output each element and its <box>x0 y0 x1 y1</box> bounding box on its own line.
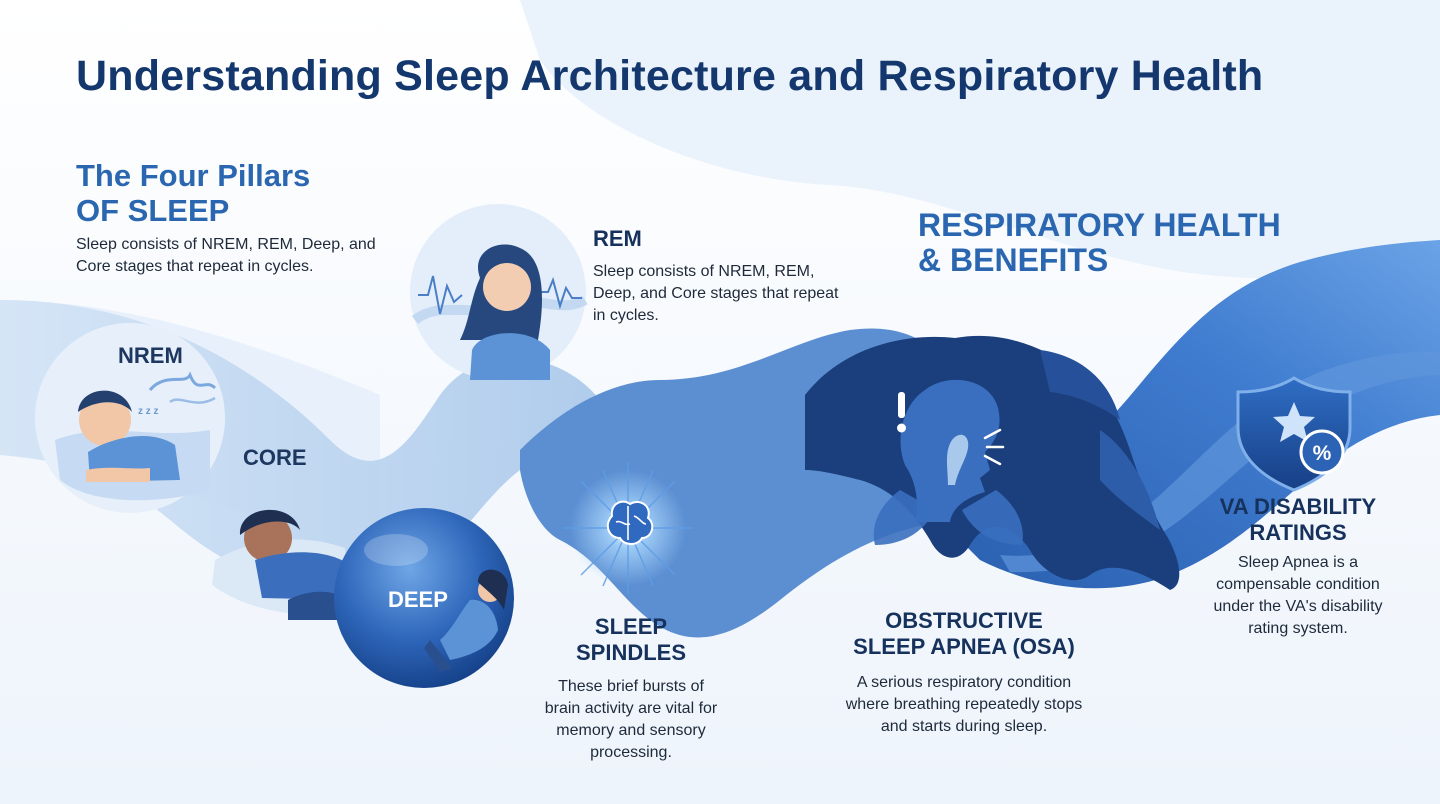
brain-icon <box>562 462 694 594</box>
zzz-decoration: z z z <box>138 406 159 417</box>
osa-description: A serious respiratory condition where br… <box>845 674 1083 735</box>
percent-badge-icon: % <box>1299 429 1345 475</box>
lungs-icon <box>873 490 1023 545</box>
pillars-heading-line2: OF SLEEP <box>76 193 230 228</box>
respiratory-heading-line1: RESPIRATORY HEALTH <box>918 207 1281 243</box>
core-label: CORE <box>243 445 307 470</box>
rem-illustration <box>410 204 588 380</box>
page-title: Understanding Sleep Architecture and Res… <box>76 52 1264 100</box>
spindles-description: These brief bursts of brain activity are… <box>544 678 718 761</box>
exclamation-icon <box>897 392 906 433</box>
nrem-illustration: z z z <box>35 323 225 513</box>
osa-heading-line1: OBSTRUCTIVE <box>885 608 1043 633</box>
pillars-heading-line1: The Four Pillars <box>76 158 311 193</box>
va-heading-line2: RATINGS <box>1249 520 1347 545</box>
respiratory-heading-line2: & BENEFITS <box>918 242 1109 278</box>
flame-tongue-1 <box>1040 350 1120 420</box>
spindles-heading-line1: SLEEP <box>594 614 668 639</box>
deep-label: DEEP <box>388 587 448 612</box>
spindles-heading-line2: SPINDLES <box>575 640 687 665</box>
airway-icon <box>947 434 969 485</box>
bg-blob-top-right <box>520 0 1440 285</box>
osa-heading: OBSTRUCTIVE SLEEP APNEA (OSA) <box>834 608 1094 660</box>
va-description: Sleep Apnea is a compensable condition u… <box>1213 554 1383 637</box>
va-heading: VA DISABILITY RATINGS <box>1200 494 1396 546</box>
osa-heading-line2: SLEEP APNEA (OSA) <box>853 634 1075 659</box>
rem-description: Sleep consists of NREM, REM, Deep, and C… <box>593 263 839 324</box>
svg-text:%: % <box>1313 442 1332 465</box>
wave-right-streak <box>1000 351 1440 573</box>
respiratory-heading: RESPIRATORY HEALTH & BENEFITS <box>918 208 1281 278</box>
core-illustration <box>212 509 352 620</box>
pillars-description: Sleep consists of NREM, REM, Deep, and C… <box>76 236 376 275</box>
spindles-heading: SLEEP SPINDLES <box>550 614 712 666</box>
va-heading-line1: VA DISABILITY <box>1219 494 1377 519</box>
deep-illustration <box>334 508 514 688</box>
flame-tongue-2 <box>1100 430 1160 530</box>
nrem-label: NREM <box>118 343 183 368</box>
rem-heading: REM <box>593 226 642 251</box>
breath-lines-icon <box>983 428 1005 466</box>
pillars-heading: The Four Pillars OF SLEEP <box>76 158 310 228</box>
